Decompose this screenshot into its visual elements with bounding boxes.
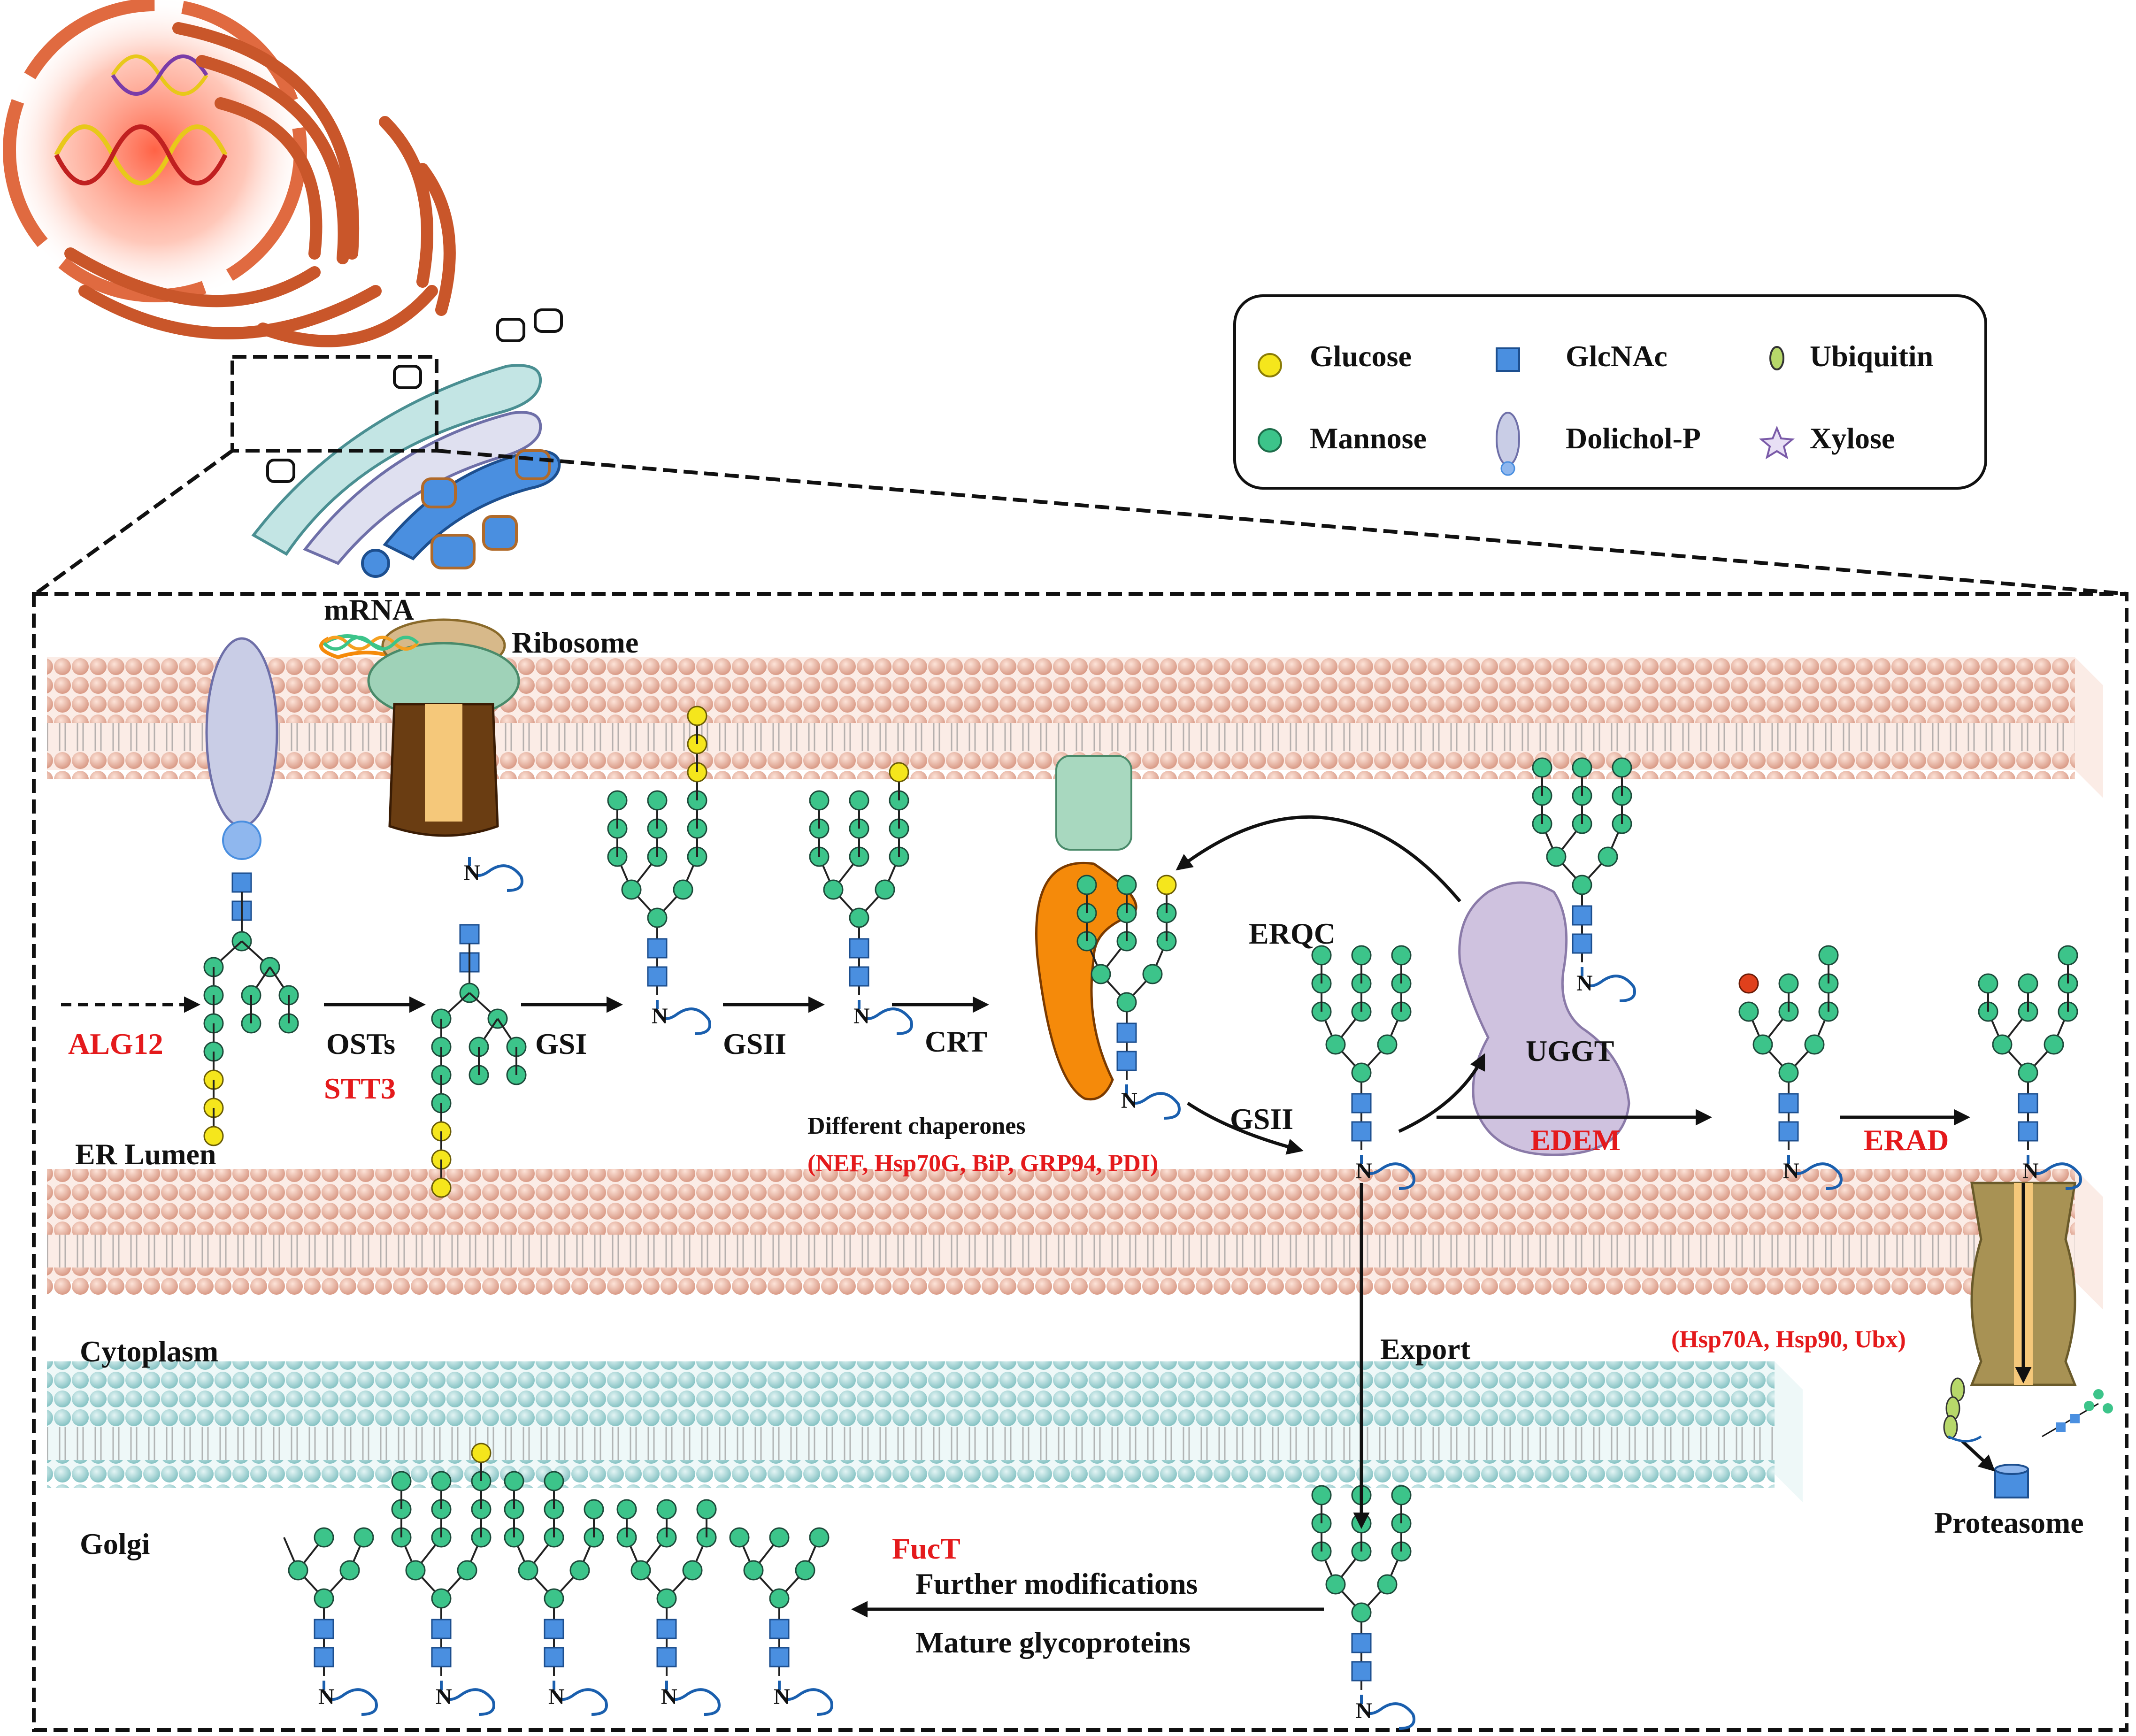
label-different-chaperones: Different chaperones	[807, 1113, 1026, 1139]
label-gsi: GSI	[535, 1027, 587, 1060]
svg-text:N: N	[661, 1684, 677, 1709]
label-further-modifications: Further modifications	[915, 1567, 1198, 1600]
svg-text:N: N	[1576, 971, 1593, 996]
label-crt: CRT	[925, 1025, 987, 1058]
er-cisternae	[64, 22, 456, 347]
label-erad: ERAD	[1864, 1123, 1949, 1157]
chaperone-crt	[1035, 755, 1137, 1101]
legend-label-dolichol-p: Dolichol-P	[1566, 422, 1701, 455]
zoom-box	[231, 355, 438, 453]
pathway-arrows	[61, 815, 1970, 1618]
legend-label-ubiquitin: Ubiquitin	[1810, 339, 1933, 373]
label-edem: EDEM	[1530, 1123, 1621, 1157]
golgi-stack	[251, 308, 563, 578]
label-gsii-1: GSII	[723, 1027, 786, 1060]
uggt-enzyme	[1458, 881, 1630, 1156]
label-fuct: FucT	[892, 1532, 960, 1565]
svg-text:N: N	[318, 1684, 335, 1709]
legend-label-xylose: Xylose	[1810, 422, 1895, 455]
label-mrna: mRNA	[324, 593, 414, 626]
zoom-panel	[32, 592, 2128, 1732]
glycan-erqc: N	[1311, 945, 1415, 1190]
glycan-after-gsii: N	[809, 762, 913, 1035]
label-cytoplasm: Cytoplasm	[80, 1335, 218, 1368]
er-membrane-bottom	[47, 1169, 2103, 1310]
cell-illustration	[0, 0, 2127, 596]
mature-glycan-1: N	[283, 1527, 378, 1716]
mrna-strand-icon	[323, 636, 419, 651]
ubiquitin-ellipse-icon	[1769, 346, 1784, 370]
legend: Glucose GlcNAc Ubiquitin Mannose Dolicho…	[1233, 294, 1987, 490]
glycan-crt-bound: N	[1076, 875, 1181, 1120]
mannose-circle-icon	[1258, 428, 1282, 453]
glycan-after-gsi: N	[607, 706, 711, 1035]
label-uggt: UGGT	[1526, 1034, 1614, 1068]
label-ribosome: Ribosome	[512, 626, 638, 659]
label-erqc: ERQC	[1249, 917, 1336, 950]
labels: mRNA Ribosome ER Lumen Cytoplasm Golgi A…	[68, 593, 2084, 1659]
proteasome-icon	[1943, 1377, 2113, 1498]
svg-text:N: N	[464, 860, 480, 885]
label-export: Export	[1380, 1332, 1471, 1366]
xylose-star-icon	[1759, 425, 1795, 460]
glucose-circle-icon	[1258, 353, 1282, 377]
label-erad-factors: (Hsp70A, Hsp90, Ubx)	[1671, 1326, 1906, 1353]
label-golgi: Golgi	[80, 1527, 150, 1560]
svg-text:N: N	[1783, 1159, 1799, 1183]
label-er-lumen: ER Lumen	[75, 1137, 216, 1171]
glycan-precursor-transferred	[431, 924, 527, 1198]
legend-label-mannose: Mannose	[1310, 422, 1427, 455]
mature-glycan-3: N	[504, 1471, 608, 1716]
glycan-erad: N	[1978, 945, 2082, 1190]
dolichol-p-anchor	[205, 637, 278, 860]
legend-label-glcnac: GlcNAc	[1566, 339, 1667, 373]
erad-channel	[1970, 1182, 2077, 1386]
label-alg12: ALG12	[68, 1027, 163, 1060]
mature-glycan-2: N	[391, 1443, 495, 1716]
svg-text:N: N	[853, 1004, 870, 1029]
degraded-glycan	[2042, 1389, 2113, 1437]
glycan-uggt: N	[1532, 757, 1636, 1002]
label-stt3: STT3	[324, 1072, 396, 1105]
glycan-edem: N	[1738, 945, 1843, 1190]
golgi-membrane	[47, 1361, 1803, 1502]
dna-helix-icon	[54, 54, 228, 185]
svg-text:N: N	[1356, 1698, 1372, 1723]
label-chaperone-list: (NEF, Hsp70G, BiP, GRP94, PDI)	[807, 1150, 1158, 1177]
label-gsii-2: GSII	[1230, 1102, 1293, 1136]
mature-glycan-4: N	[616, 1499, 721, 1716]
glcnac-square-icon	[1496, 347, 1520, 372]
legend-label-glucose: Glucose	[1310, 339, 1412, 373]
ubiquitin-chain	[1943, 1377, 1982, 1443]
svg-text:N: N	[2022, 1159, 2039, 1183]
label-osts: OSTs	[326, 1027, 395, 1060]
label-mature-glycoproteins: Mature glycoproteins	[915, 1626, 1191, 1659]
svg-text:N: N	[548, 1684, 565, 1709]
svg-text:N: N	[436, 1684, 452, 1709]
glycan-precursor-dolichol	[203, 872, 299, 1146]
mature-glycan-5: N	[729, 1527, 833, 1716]
svg-text:N: N	[652, 1004, 668, 1029]
svg-text:N: N	[1121, 1088, 1137, 1113]
dolichol-p-icon	[1496, 412, 1520, 476]
label-proteasome: Proteasome	[1934, 1506, 2084, 1539]
svg-text:N: N	[1356, 1159, 1372, 1183]
svg-text:N: N	[774, 1684, 790, 1709]
